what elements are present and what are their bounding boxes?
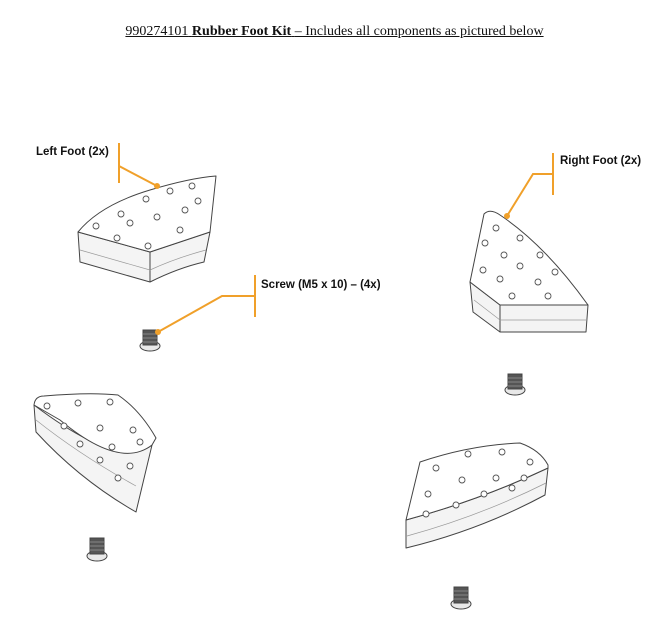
document-title: 990274101 Rubber Foot Kit – Includes all… — [0, 24, 669, 40]
left-foot-top — [77, 175, 217, 283]
screw-4 — [450, 586, 472, 610]
kit-name: Rubber Foot Kit — [191, 24, 292, 39]
left-foot-label: Left Foot (2x) — [36, 146, 109, 158]
kit-description: – Includes all components as pictured be… — [294, 24, 544, 39]
screw-1 — [139, 329, 161, 352]
right-foot-label: Right Foot (2x) — [560, 155, 642, 167]
screw-2 — [504, 373, 526, 396]
right-foot-bottom — [405, 442, 549, 549]
right-foot-callout — [504, 153, 554, 219]
screw-3 — [86, 537, 108, 562]
screw-label: Screw (M5 x 10) – (4x) — [261, 279, 381, 291]
left-foot-bottom — [33, 393, 157, 513]
part-number: 990274101 — [125, 24, 189, 39]
left-foot-callout — [118, 143, 160, 189]
right-foot-top — [469, 210, 589, 333]
screw-callout — [155, 275, 256, 335]
